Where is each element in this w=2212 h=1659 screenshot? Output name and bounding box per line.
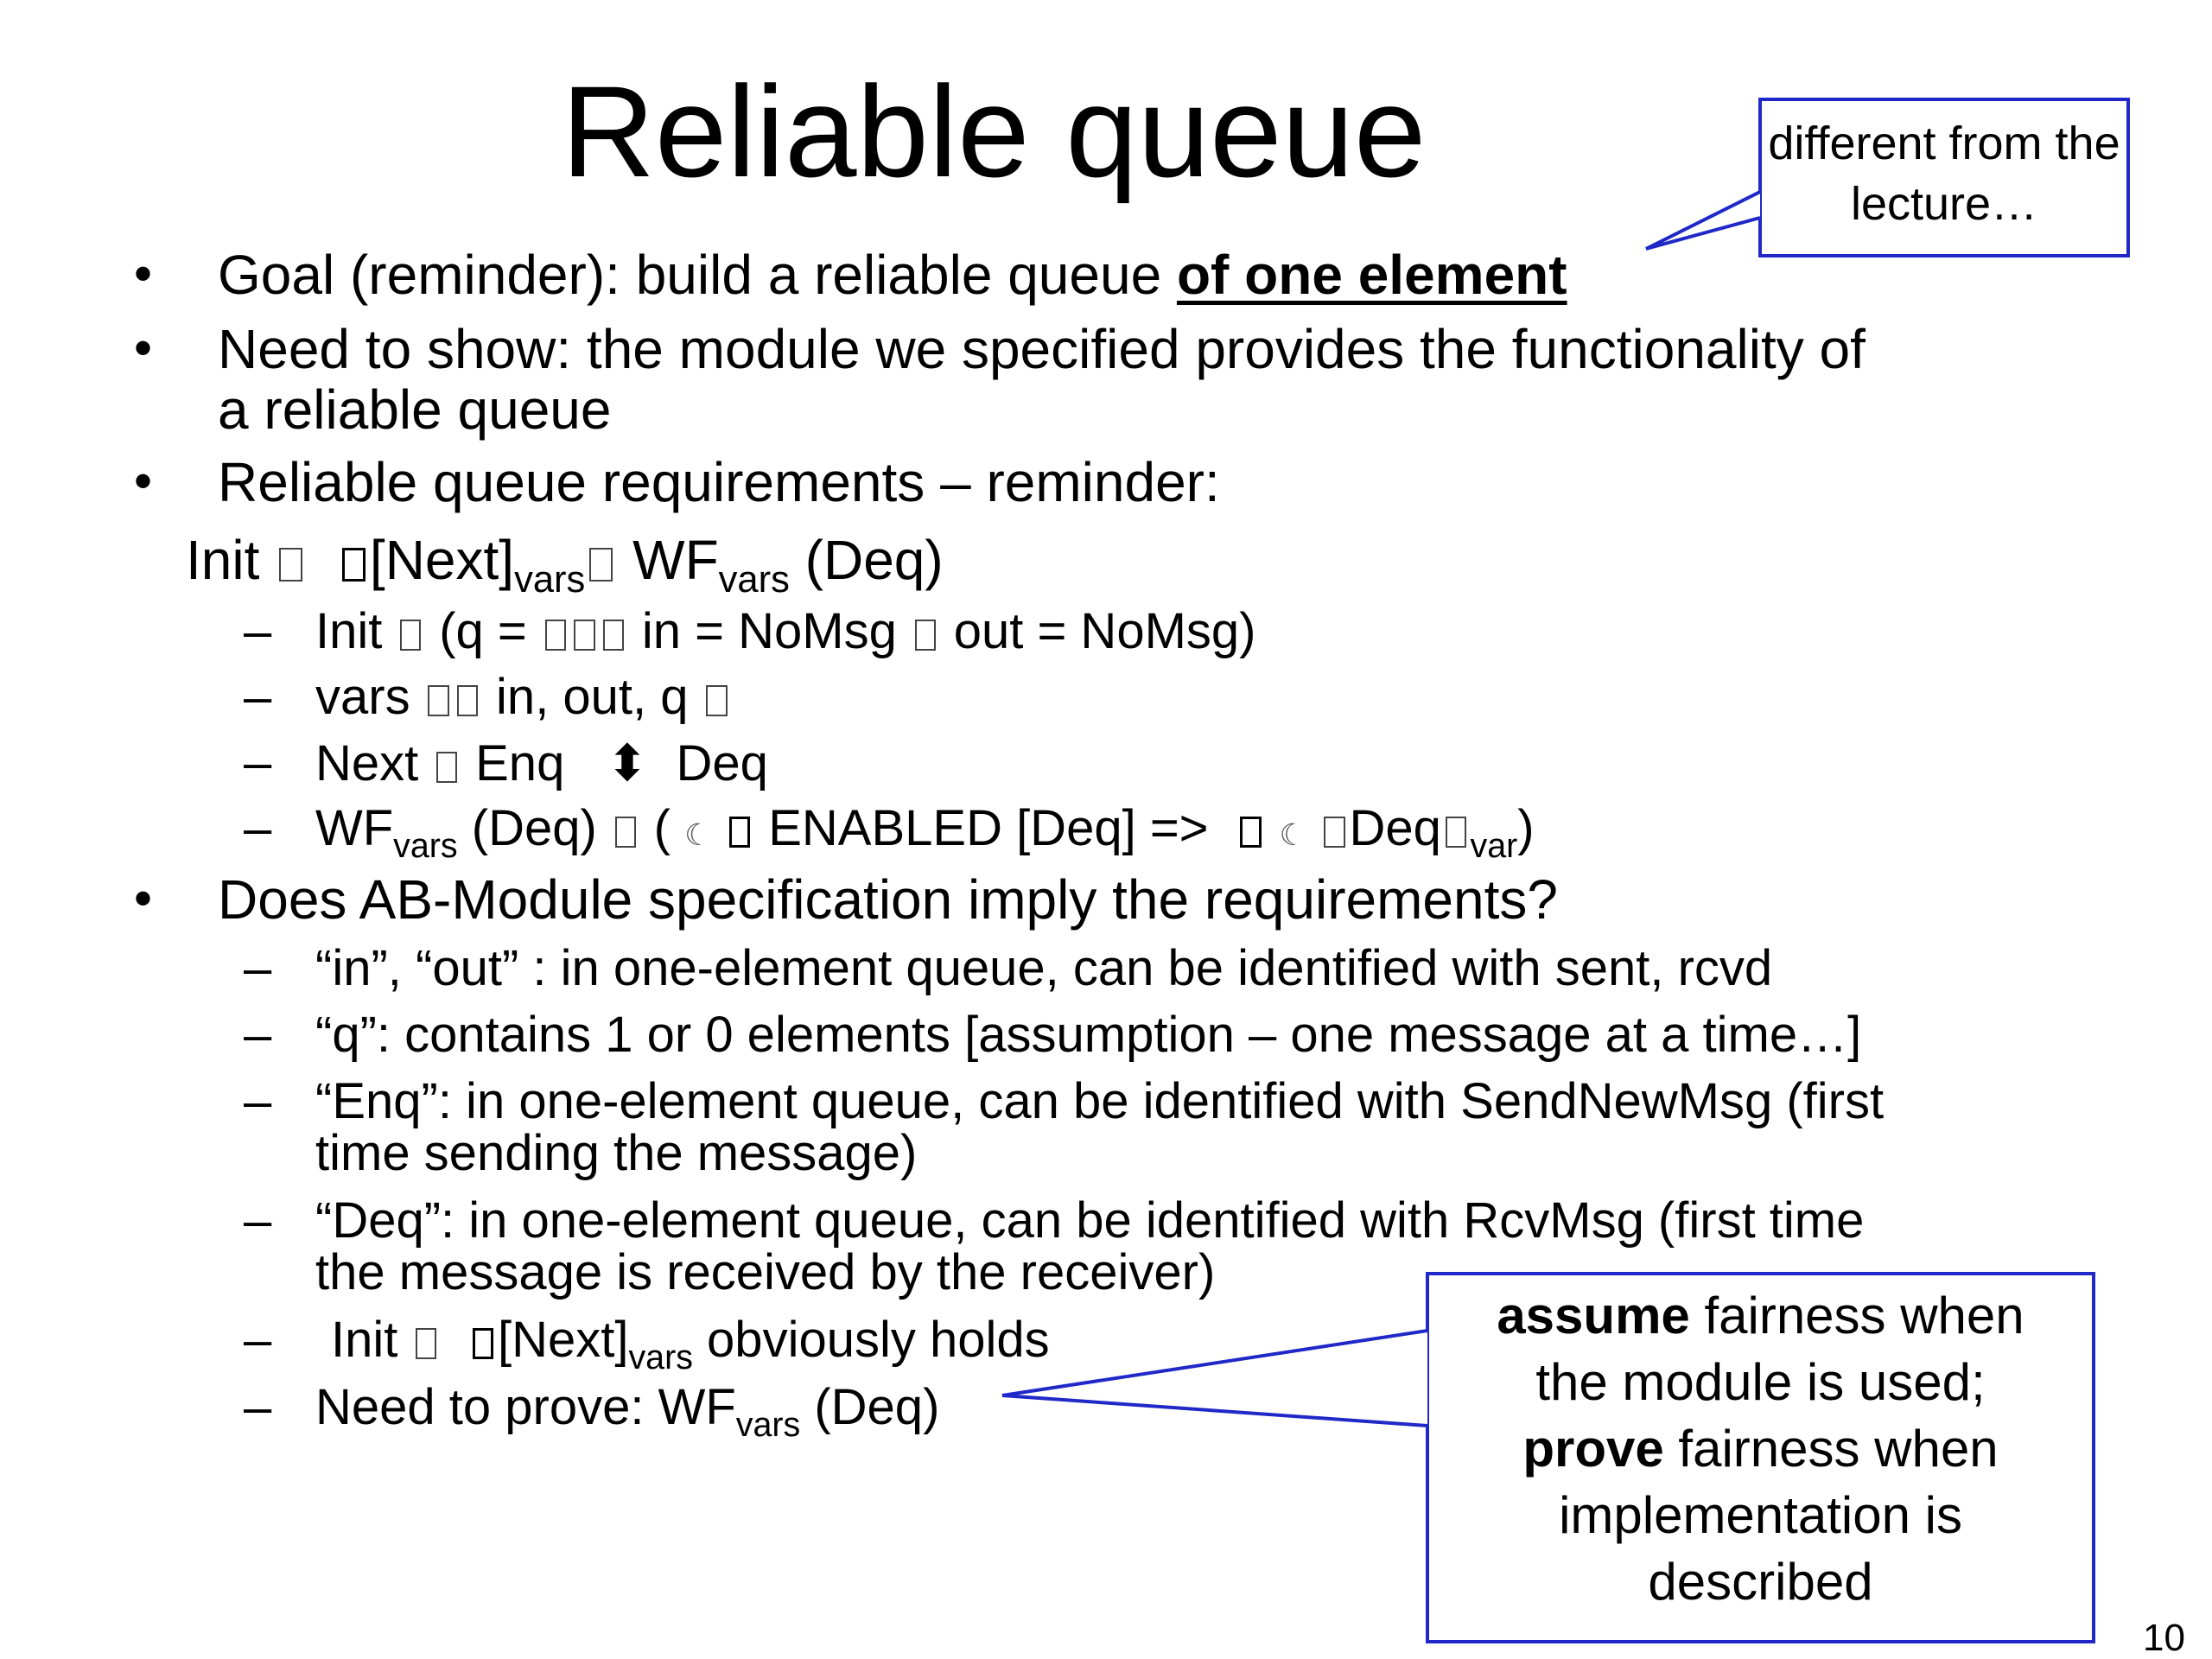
- bullet-marker: •: [134, 452, 153, 510]
- callout-line-4: implementation is: [1559, 1486, 1962, 1544]
- callout-line-3: prove fairness when: [1522, 1420, 1999, 1478]
- sub-init-holds: Init [Next]vars obviously holds: [331, 1312, 1050, 1376]
- def-vars: vars in, out, q: [315, 669, 731, 726]
- dash-marker: –: [244, 1379, 272, 1435]
- def-next: Next Enq ⬍ Deq: [315, 734, 768, 792]
- dash-marker: –: [244, 1312, 272, 1368]
- bullet-requirements: Reliable queue requirements – reminder:: [218, 451, 1220, 513]
- updown-arrow-icon: ⬍: [606, 734, 649, 792]
- sub-need-to-prove: Need to prove: WFvars (Deq): [315, 1379, 940, 1444]
- sub-in-out: “in”, “out” : in one-element queue, can …: [315, 940, 1773, 996]
- bullet-marker: •: [134, 245, 153, 302]
- bullet-marker: •: [134, 869, 153, 927]
- callout-bottom-pointer: [1001, 1329, 1428, 1427]
- page-number: 10: [2143, 1617, 2185, 1659]
- sub-q: “q”: contains 1 or 0 elements [assumptio…: [315, 1007, 1862, 1063]
- callout-fairness: assume fairness when the module is used;…: [1426, 1272, 2095, 1643]
- callout-line-5: described: [1648, 1553, 1873, 1611]
- dash-marker: –: [244, 734, 272, 791]
- sub-enq-2: time sending the message): [315, 1125, 918, 1181]
- dash-marker: –: [244, 1192, 272, 1249]
- sub-deq-2: the message is received by the receiver): [315, 1244, 1216, 1300]
- dash-marker: –: [244, 1073, 272, 1129]
- bullet-need-to-show-1: Need to show: the module we specified pr…: [218, 318, 1866, 380]
- bullet-goal: Goal (reminder): build a reliable queue …: [218, 244, 1567, 306]
- moon-icon: ☾: [1279, 818, 1306, 853]
- callout-line-2: the module is used;: [1535, 1353, 1986, 1411]
- def-init: Init (q = in = NoMsg out = NoMsg): [315, 603, 1256, 659]
- bullet-need-to-show-2: a reliable queue: [218, 378, 612, 441]
- callout-line-1: assume fairness when: [1497, 1287, 2024, 1344]
- bullet-ab-module: Does AB-Module specification imply the r…: [218, 868, 1558, 931]
- emphasis-one-element: of one element: [1176, 244, 1567, 306]
- dash-marker: –: [244, 669, 272, 725]
- formula-requirements: Init [Next]vars WFvars (Deq): [186, 529, 944, 601]
- dash-marker: –: [244, 800, 272, 856]
- dash-marker: –: [244, 603, 272, 659]
- dash-marker: –: [244, 940, 272, 996]
- slide-title: Reliable queue: [561, 59, 1427, 204]
- callout-top-text: different from the lecture…: [1768, 118, 2120, 230]
- callout-different-from-lecture: different from the lecture…: [1758, 98, 2130, 257]
- sub-enq-1: “Enq”: in one-element queue, can be iden…: [315, 1073, 1885, 1129]
- sub-deq-1: “Deq”: in one-element queue, can be iden…: [315, 1192, 1865, 1249]
- dash-marker: –: [244, 1007, 272, 1063]
- moon-icon: ☾: [684, 818, 712, 853]
- bullet-marker: •: [134, 319, 153, 377]
